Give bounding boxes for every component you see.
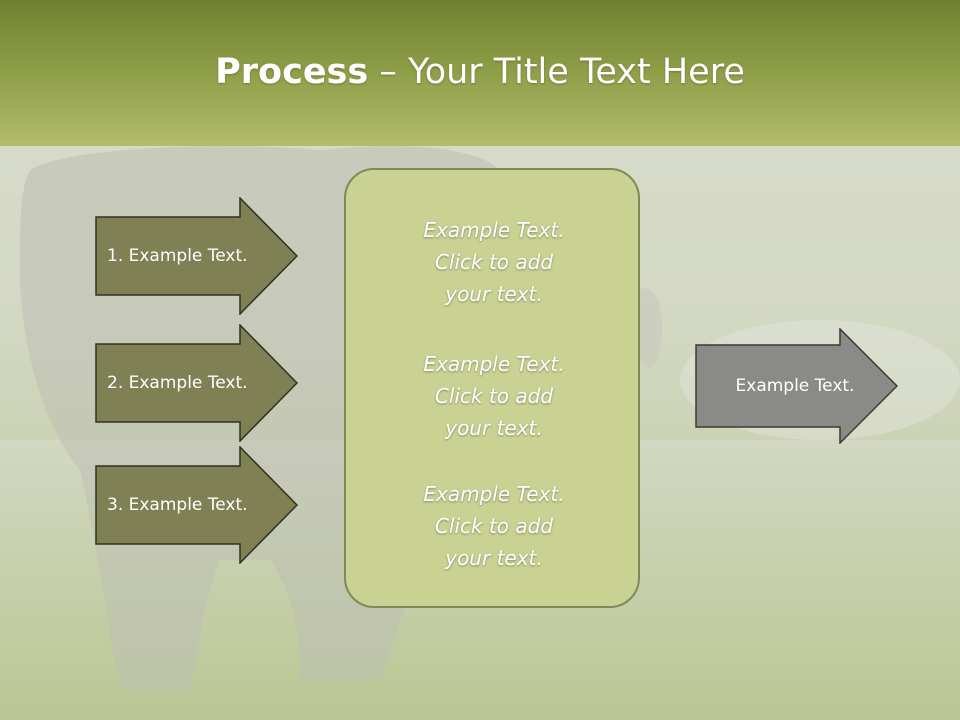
center-text-block-2[interactable]: Example Text. Click to add your text. (346, 348, 642, 444)
center-line: Click to add (434, 250, 554, 274)
arrow-shape-icon (695, 328, 898, 444)
center-text-block-1[interactable]: Example Text. Click to add your text. (346, 214, 642, 310)
center-line: your text. (445, 282, 543, 306)
step-label-2: 2. Example Text. (107, 373, 248, 393)
step-label-1: 1. Example Text. (107, 246, 248, 266)
center-text-block-3[interactable]: Example Text. Click to add your text. (346, 478, 642, 574)
slide-title[interactable]: Process – Your Title Text Here (0, 52, 960, 92)
step-arrow-2[interactable]: 2. Example Text. (95, 324, 298, 442)
center-line: Example Text. (423, 482, 565, 506)
arrow-shape-icon (95, 324, 298, 442)
center-line: Click to add (434, 514, 554, 538)
step-label-3: 3. Example Text. (107, 495, 248, 515)
step-arrow-1[interactable]: 1. Example Text. (95, 197, 298, 315)
arrow-shape-icon (95, 197, 298, 315)
center-line: Example Text. (423, 352, 565, 376)
step-arrow-3[interactable]: 3. Example Text. (95, 446, 298, 564)
title-bold: Process (215, 52, 369, 92)
arrow-shape-icon (95, 446, 298, 564)
center-line: Click to add (434, 384, 554, 408)
center-line: your text. (445, 546, 543, 570)
center-line: Example Text. (423, 218, 565, 242)
title-rest: – Your Title Text Here (368, 52, 745, 92)
result-arrow[interactable]: Example Text. (695, 328, 898, 444)
center-line: your text. (445, 416, 543, 440)
center-text-box[interactable]: Example Text. Click to add your text. Ex… (344, 168, 640, 608)
result-arrow-label: Example Text. (735, 376, 855, 396)
title-bar (0, 0, 960, 146)
